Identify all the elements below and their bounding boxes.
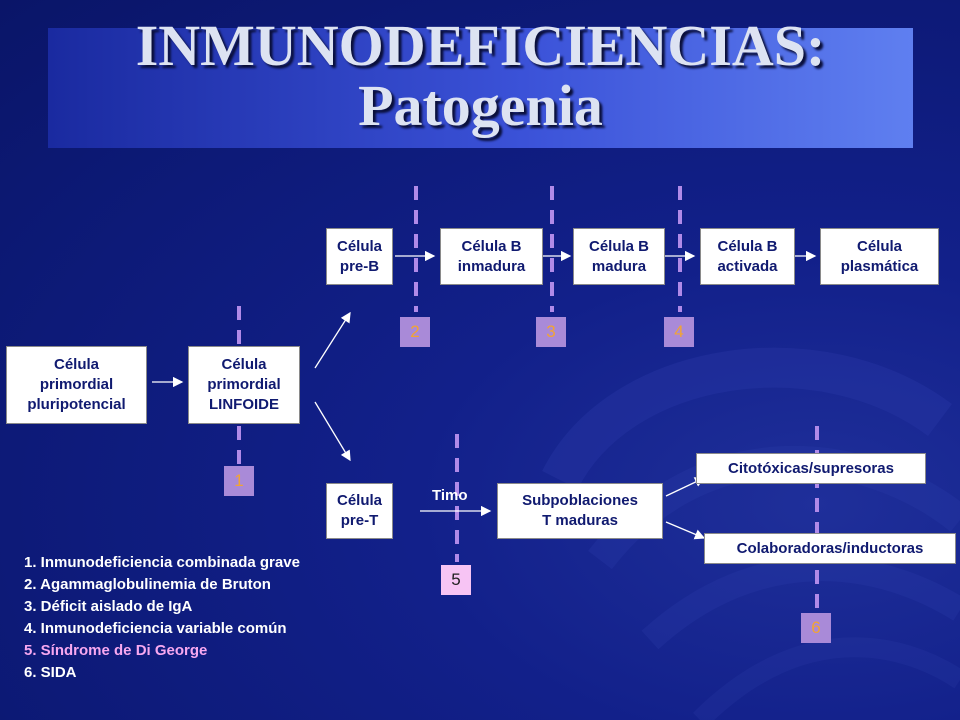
marker-5: 5: [441, 565, 471, 595]
box-celula-b-activada: Célula B activada: [700, 228, 795, 285]
box-line: Célula B: [717, 237, 778, 255]
box-line: Célula: [336, 237, 382, 255]
marker-3: 3: [536, 317, 566, 347]
legend-item: 6. SIDA: [24, 664, 77, 681]
box-celula-b-madura: Célula B madura: [573, 228, 665, 285]
box-line: inmadura: [457, 257, 526, 275]
box-celula-pluripotencial: Célula primordial pluripotencial: [6, 346, 147, 424]
box-line: pluripotencial: [27, 396, 126, 413]
marker-1: 1: [224, 466, 254, 496]
box-line: LINFOIDE: [209, 396, 279, 413]
marker-4: 4: [664, 317, 694, 347]
box-line: Célula B: [588, 237, 649, 255]
title-line-2: Patogenia: [358, 73, 603, 138]
marker-6: 6: [801, 613, 831, 643]
box-line: Célula B: [461, 237, 522, 255]
box-celula-pre-t: Célula pre-T: [326, 483, 393, 539]
arrow-linfoide-to-pret: [314, 401, 351, 462]
legend-item: 3. Déficit aislado de IgA: [24, 598, 193, 615]
arrow-linfoide-to-preb: [314, 311, 351, 369]
box-line: Subpoblaciones: [522, 492, 638, 509]
box-line: plasmática: [840, 257, 919, 275]
box-line: Colaboradoras/inductoras: [736, 539, 924, 557]
box-colaboradoras-inductoras: Colaboradoras/inductoras: [704, 533, 956, 564]
title-band: [48, 28, 913, 148]
box-line: primordial: [207, 376, 281, 393]
marker-2: 2: [400, 317, 430, 347]
box-celula-pre-b: Célula pre-B: [326, 228, 393, 285]
timo-label: Timo: [432, 487, 468, 504]
legend: 1. Inmunodeficiencia combinada grave 2. …: [24, 552, 300, 684]
box-celula-b-inmadura: Célula B inmadura: [440, 228, 543, 285]
box-line: T maduras: [542, 512, 618, 529]
legend-item: 5. Síndrome de Di George: [24, 642, 208, 659]
box-celula-linfoide: Célula primordial LINFOIDE: [188, 346, 300, 424]
box-celula-plasmatica: Célula plasmática: [820, 228, 939, 285]
box-subpoblaciones-t-maduras: Subpoblaciones T maduras: [497, 483, 663, 539]
box-line: activada: [717, 257, 778, 275]
slide-title: INMUNODEFICIENCIAS: Patogenia: [48, 16, 913, 136]
box-citotoxicas-supresoras: Citotóxicas/supresoras: [696, 453, 926, 484]
box-line: pre-T: [340, 512, 379, 529]
box-line: Célula: [336, 492, 382, 509]
box-line: Citotóxicas/supresoras: [728, 459, 894, 477]
box-line: Célula: [221, 356, 267, 373]
legend-item: 2. Agammaglobulinemia de Bruton: [24, 576, 271, 593]
legend-item: 4. Inmunodeficiencia variable común: [24, 620, 287, 637]
box-line: Célula: [856, 237, 902, 255]
title-line-1: INMUNODEFICIENCIAS:: [135, 13, 826, 78]
box-line: pre-B: [339, 257, 380, 275]
legend-item: 1. Inmunodeficiencia combinada grave: [24, 554, 300, 571]
box-line: primordial: [39, 376, 114, 393]
box-line: Célula: [53, 356, 99, 373]
box-line: madura: [591, 257, 647, 275]
arrow-tmaduras-to-colaboradoras: [665, 521, 706, 540]
